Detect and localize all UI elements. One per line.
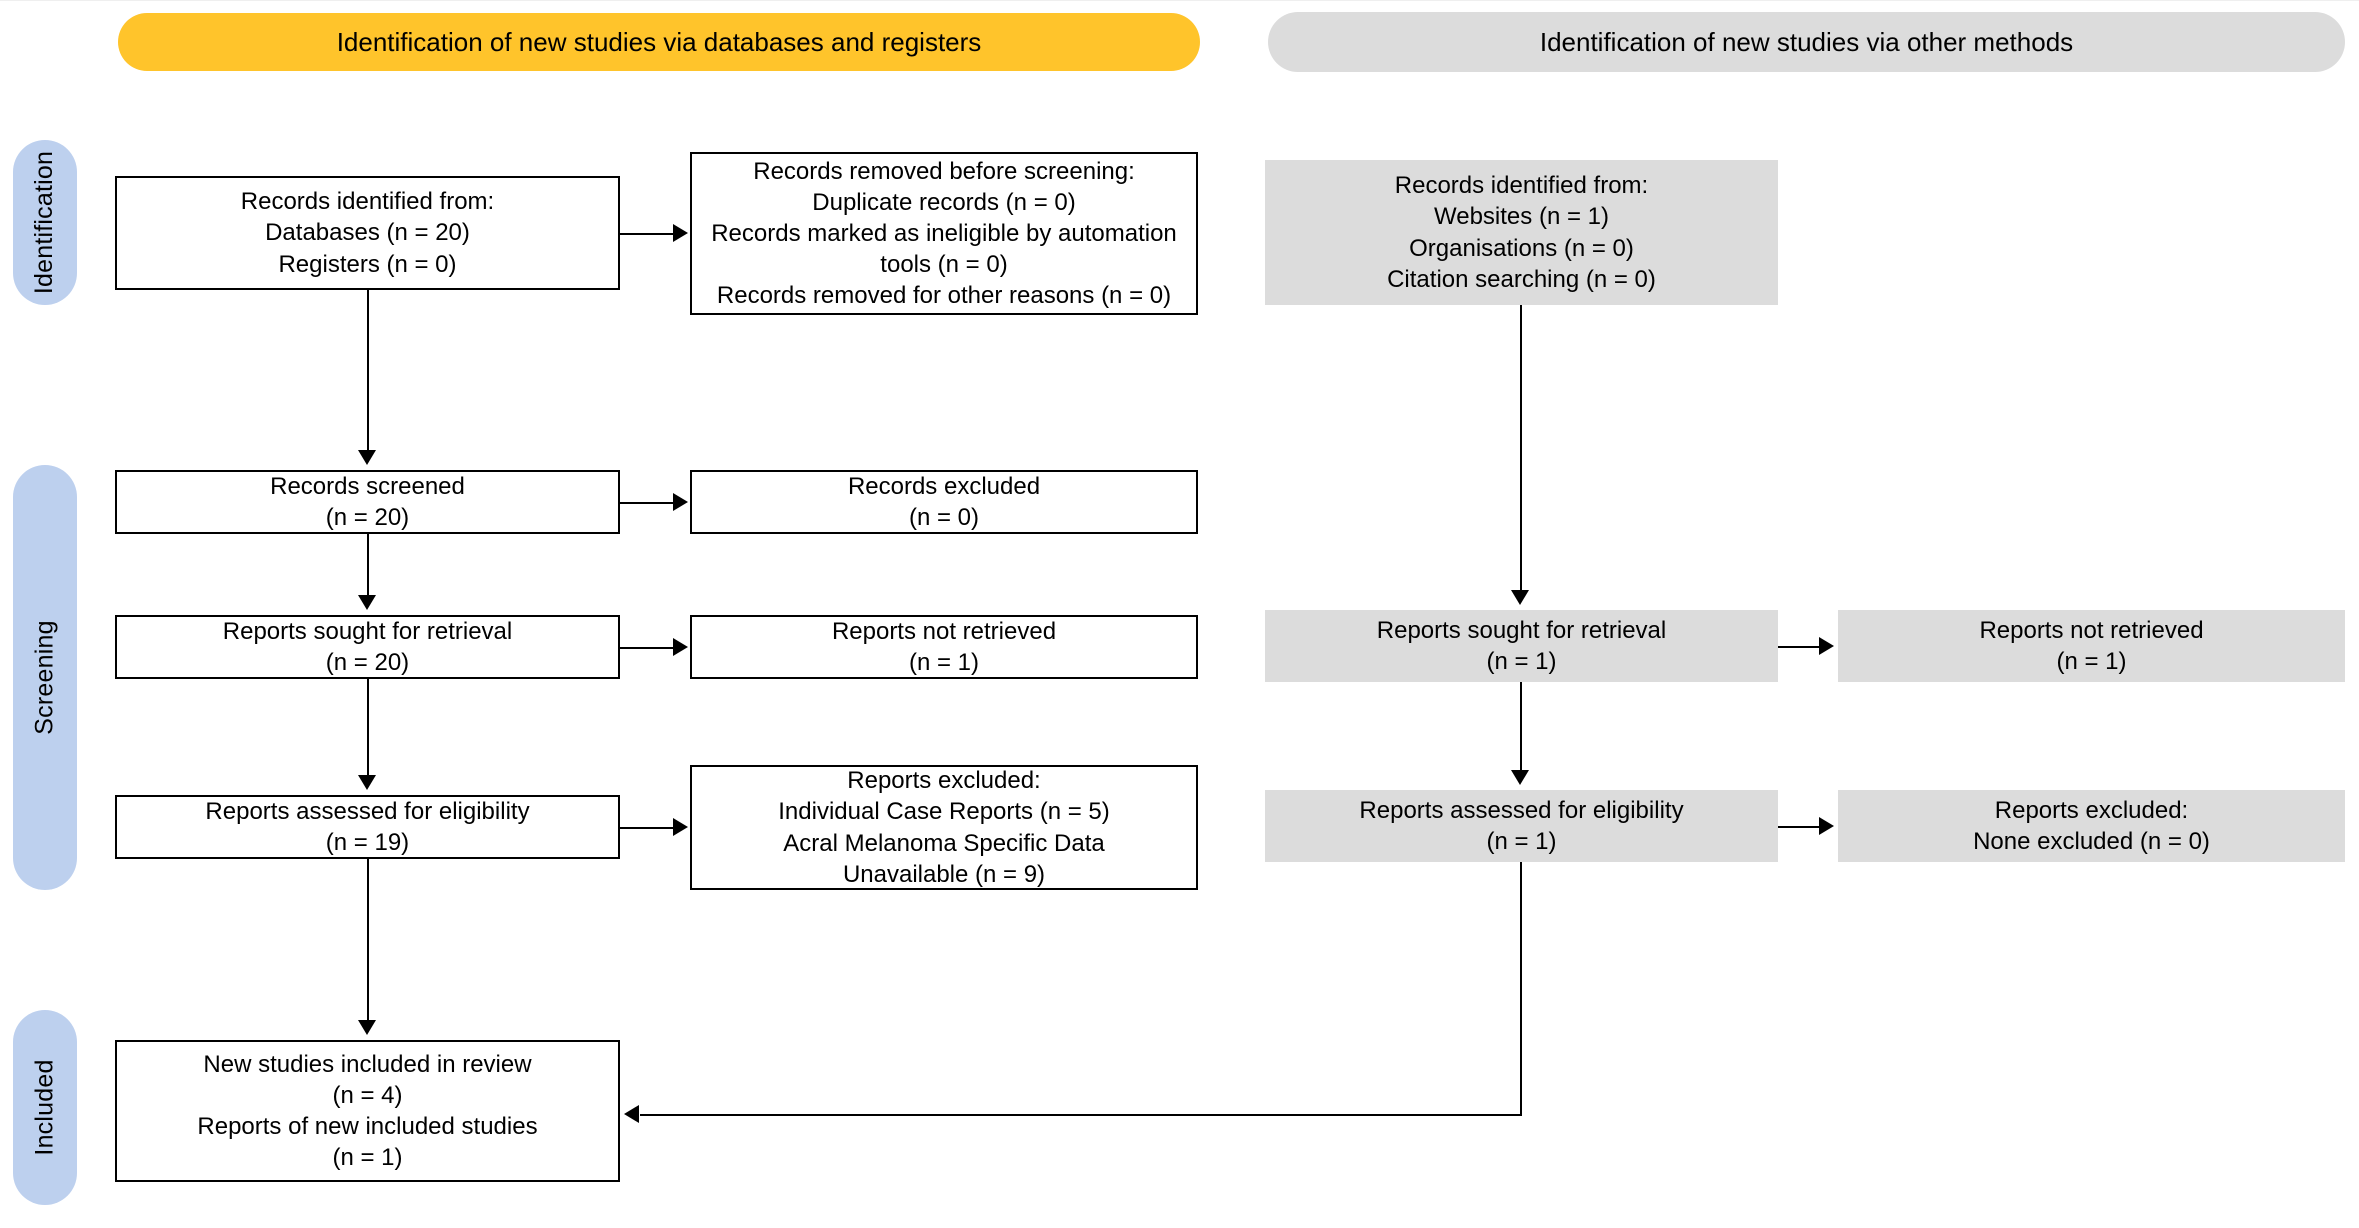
- arrow-right-sought-to-assessed: [1511, 770, 1529, 785]
- connector-right-assessed-to-included-horizontal: [640, 1114, 1522, 1116]
- arrow-assessed-to-excluded: [673, 818, 688, 836]
- node-records-removed-before-screening: Records removed before screening: Duplic…: [690, 152, 1198, 315]
- arrow-right-sought-to-not-retrieved: [1819, 637, 1834, 655]
- arrow-sought-to-assessed: [358, 775, 376, 790]
- connector-sought-to-assessed: [367, 679, 369, 775]
- connector-sought-to-not-retrieved: [620, 647, 675, 649]
- header-other-methods-label: Identification of new studies via other …: [1539, 26, 2074, 57]
- connector-right-assessed-to-included-vertical: [1520, 862, 1522, 1115]
- arrow-right-identified-to-sought: [1511, 590, 1529, 605]
- node-records-excluded: Records excluded (n = 0): [690, 470, 1198, 534]
- connector-screened-to-sought: [367, 534, 369, 595]
- connector-right-sought-to-assessed: [1520, 682, 1522, 770]
- connector-assessed-to-excluded: [620, 827, 675, 829]
- node-reports-sought-right: Reports sought for retrieval (n = 1): [1265, 610, 1778, 682]
- stage-label-screening: Screening: [13, 465, 77, 890]
- node-reports-excluded-left: Reports excluded: Individual Case Report…: [690, 765, 1198, 890]
- node-reports-sought-left: Reports sought for retrieval (n = 20): [115, 615, 620, 679]
- connector-right-sought-to-not-retrieved: [1778, 646, 1821, 648]
- node-records-screened: Records screened (n = 20): [115, 470, 620, 534]
- node-reports-not-retrieved-left: Reports not retrieved (n = 1): [690, 615, 1198, 679]
- stage-label-included: Included: [13, 1010, 77, 1205]
- header-other-methods: Identification of new studies via other …: [1268, 12, 2345, 72]
- node-reports-assessed-right: Reports assessed for eligibility (n = 1): [1265, 790, 1778, 862]
- stage-label-identification: Identification: [13, 140, 77, 305]
- node-new-studies-included: New studies included in review (n = 4) R…: [115, 1040, 620, 1182]
- arrow-right-assessed-to-excluded: [1819, 817, 1834, 835]
- connector-right-assessed-to-excluded: [1778, 826, 1821, 828]
- connector-screened-to-excluded: [620, 502, 675, 504]
- node-reports-excluded-right: Reports excluded: None excluded (n = 0): [1838, 790, 2345, 862]
- header-databases-registers-label: Identification of new studies via databa…: [336, 26, 982, 57]
- arrow-identified-to-removed: [673, 224, 688, 242]
- node-reports-assessed-left: Reports assessed for eligibility (n = 19…: [115, 795, 620, 859]
- node-records-identified-other: Records identified from: Websites (n = 1…: [1265, 160, 1778, 305]
- header-databases-registers: Identification of new studies via databa…: [118, 13, 1200, 71]
- arrow-right-to-included: [624, 1105, 639, 1123]
- arrow-assessed-to-included: [358, 1020, 376, 1035]
- connector-identified-to-screened: [367, 290, 369, 450]
- arrow-sought-to-not-retrieved: [673, 638, 688, 656]
- arrow-identified-to-screened: [358, 450, 376, 465]
- connector-assessed-to-included: [367, 859, 369, 1020]
- node-reports-not-retrieved-right: Reports not retrieved (n = 1): [1838, 610, 2345, 682]
- top-divider: [0, 0, 2359, 1]
- arrow-screened-to-sought: [358, 595, 376, 610]
- connector-identified-to-removed: [620, 233, 675, 235]
- arrow-screened-to-excluded: [673, 493, 688, 511]
- connector-right-identified-to-sought: [1520, 305, 1522, 590]
- node-records-identified-databases: Records identified from: Databases (n = …: [115, 176, 620, 290]
